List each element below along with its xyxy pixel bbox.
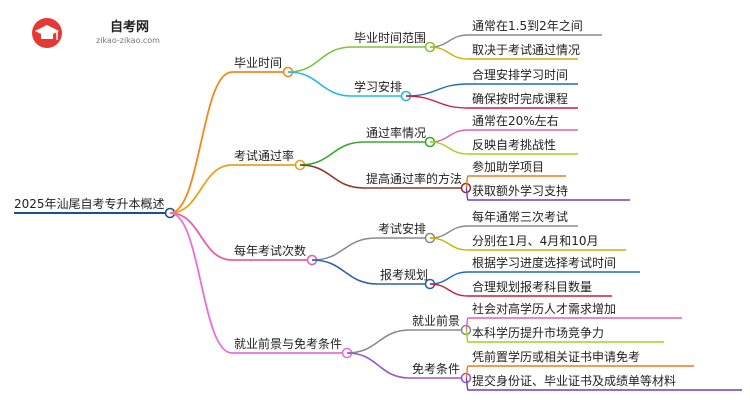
branch-2-child-1-label: 报考规划 [380,268,429,282]
branch-2-child-1-link [311,259,379,285]
branch-3-child-1-link [346,352,411,379]
branch-0-child-1-leaf-0: 合理安排学习时间 [472,68,569,82]
branch-1-child-0-leaf-1: 反映自考挑战性 [472,138,557,152]
branch-3-child-1-label: 免考条件 [412,362,461,376]
branch-0-child-0-leaf-0: 通常在1.5到2年之间 [472,19,583,33]
branch-1-child-1-link [299,164,365,189]
branch-1-child-0-leaf-0: 通常在20%左右 [472,114,559,128]
branch-0-child-1-label: 学习安排 [354,80,403,94]
branch-2-link [169,212,233,261]
branch-1-child-0-leaf-1-link [429,141,469,155]
branch-0-child-0-leaf-0-link [429,34,469,48]
branch-0-child-0-leaf-1-link [429,46,469,60]
branch-3-child-0-label: 就业前景 [412,314,461,328]
branch-0-link [169,71,233,214]
branch-0-child-0-link [287,46,353,73]
branch-0-child-0-label: 毕业时间范围 [354,31,427,45]
branch-3-child-1-leaf-1: 提交身份证、毕业证书及成绩单等材料 [472,374,677,388]
branch-1-child-0-label: 通过率情况 [366,126,427,140]
branch-3-child-0-leaf-0: 社会对高学历人才需求增加 [472,302,617,316]
branch-2-child-0-leaf-0: 每年通常三次考试 [472,210,569,224]
branch-3-child-0-leaf-1-link [465,329,469,343]
logo-url: zikao-zikao.com [96,36,160,45]
branch-2-child-0-leaf-0-link [429,225,469,239]
branch-3-child-0-link [346,329,411,354]
branch-3-child-1-leaf-0: 凭前置学历或相关证书申请免考 [472,350,641,364]
branch-1-child-0-leaf-0-link [429,129,469,143]
branch-0-child-1-link [287,71,353,97]
branch-2-label: 每年考试次数 [234,244,307,258]
root-label: 2025年汕尾自考专升本概述 [14,197,165,211]
branch-2-child-0-link [311,237,377,261]
branch-2-child-0-label: 考试安排 [378,222,427,236]
branch-3-link [169,212,233,354]
branch-1-child-1-label: 提高通过率的方法 [366,172,463,186]
graduation-cap-icon [32,18,62,48]
branch-1-child-1-leaf-1-link [465,187,469,201]
branch-2-child-1-leaf-1-link [429,283,469,297]
branch-3-label: 就业前景与免考条件 [234,337,343,351]
branch-0-child-1-leaf-1-link [405,95,469,109]
branch-1-label: 考试通过率 [234,149,295,163]
branch-0-label: 毕业时间 [234,56,283,70]
branch-0-child-1-leaf-0-link [405,83,469,97]
branch-2-child-1-leaf-0-link [429,271,469,285]
branch-1-child-0-link [299,141,365,166]
branch-1-child-1-leaf-0: 参加助学项目 [472,160,545,174]
branch-1-child-1-leaf-1: 获取额外学习支持 [472,184,569,198]
branch-2-child-0-leaf-1-link [429,237,469,251]
logo-title: 自考网 [110,20,150,35]
branch-2-child-1-leaf-1: 合理规划报考科目数量 [472,280,593,294]
branch-0-child-1-leaf-1: 确保按时完成课程 [472,92,569,106]
branch-1-link [169,164,233,214]
branch-2-child-0-leaf-1: 分别在1月、4月和10月 [472,234,599,248]
logo: 自考网 zikao-zikao.com [30,14,180,54]
branch-2-child-1-leaf-0: 根据学习进度选择考试时间 [472,256,617,270]
branch-3-child-0-leaf-1: 本科学历提升市场竞争力 [472,326,605,340]
branch-0-child-0-leaf-1: 取决于考试通过情况 [472,43,581,57]
branch-3-child-1-leaf-1-link [465,377,469,391]
